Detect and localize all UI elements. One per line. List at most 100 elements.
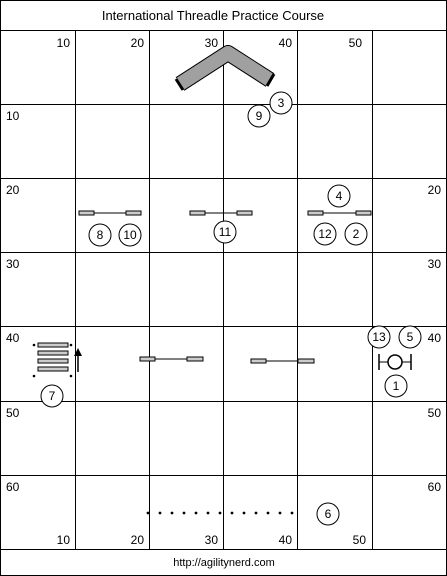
left-label: 20 — [6, 183, 20, 197]
marker-label: 3 — [278, 96, 285, 110]
top-label: 10 — [57, 36, 71, 50]
right-label: 20 — [428, 183, 442, 197]
tire — [378, 354, 412, 370]
jump-wing — [236, 210, 253, 216]
left-label: 50 — [6, 406, 20, 420]
marker-circle — [40, 384, 64, 408]
left-label: 10 — [6, 109, 20, 123]
weave-poles — [146, 511, 294, 515]
tunnel — [174, 45, 276, 91]
bottom-label: 30 — [205, 533, 219, 547]
table-slat — [37, 350, 69, 356]
weave-pole — [182, 511, 186, 515]
weave-pole — [278, 511, 282, 515]
marker-4: 4 — [327, 184, 351, 208]
weave-pole — [218, 511, 222, 515]
weave-pole — [290, 511, 294, 515]
marker-label: 10 — [123, 228, 137, 242]
marker-label: 11 — [219, 225, 232, 239]
marker-1: 1 — [384, 374, 408, 398]
marker-circle — [384, 374, 408, 398]
marker-9: 9 — [247, 104, 271, 128]
arrow-up-icon — [74, 348, 82, 356]
table-dot — [69, 374, 73, 378]
top-label: 50 — [349, 36, 363, 50]
marker-circle — [327, 184, 351, 208]
table-slat — [37, 358, 69, 364]
marker-label: 1 — [393, 379, 400, 393]
table-slat — [37, 342, 69, 348]
weave-pole — [230, 511, 234, 515]
table-dot — [32, 343, 36, 347]
right-label: 60 — [428, 480, 442, 494]
jump-wing — [355, 210, 372, 216]
marker-circle — [398, 325, 422, 349]
marker-label: 2 — [353, 227, 360, 241]
jump-wing — [189, 210, 206, 216]
weave-pole — [158, 511, 162, 515]
tunnel-end — [265, 73, 276, 87]
left-label: 60 — [6, 480, 20, 494]
right-label: 50 — [428, 406, 442, 420]
marker-11: 11 — [213, 220, 237, 244]
marker-2: 2 — [344, 222, 368, 246]
pause-table — [32, 342, 82, 378]
left-label: 30 — [6, 257, 20, 271]
marker-label: 9 — [256, 109, 263, 123]
weave-pole — [254, 511, 258, 515]
bottom-label: 40 — [279, 533, 293, 547]
marker-10: 10 — [118, 223, 142, 247]
marker-label: 7 — [49, 389, 56, 403]
marker-circle — [269, 91, 293, 115]
left-label: 40 — [6, 331, 20, 345]
marker-circle — [118, 223, 142, 247]
marker-3: 3 — [269, 91, 293, 115]
top-label: 30 — [205, 36, 219, 50]
marker-label: 6 — [325, 507, 332, 521]
jump-a — [78, 210, 142, 216]
tunnel-body — [176, 46, 274, 90]
marker-circle — [344, 222, 368, 246]
jump-wing — [297, 358, 315, 364]
marker-circle — [213, 220, 237, 244]
weave-pole — [206, 511, 210, 515]
marker-circle — [88, 223, 112, 247]
footer-url: http://agilitynerd.com — [173, 557, 275, 569]
grid-lines — [0, 30, 447, 549]
jump-d — [139, 356, 204, 362]
bottom-label: 50 — [353, 533, 367, 547]
marker-label: 5 — [407, 330, 414, 344]
weave-pole — [242, 511, 246, 515]
jump-c — [307, 210, 372, 216]
marker-13: 13 — [367, 325, 391, 349]
marker-circle — [367, 325, 391, 349]
table-slat — [37, 366, 69, 372]
jump-wing — [250, 358, 267, 364]
weave-pole — [266, 511, 270, 515]
marker-12: 12 — [313, 222, 337, 246]
marker-label: 8 — [97, 228, 104, 242]
jump-b — [189, 210, 253, 216]
jump-wing — [125, 210, 142, 216]
right-label: 30 — [428, 257, 442, 271]
jump-wing — [78, 210, 95, 216]
right-label: 40 — [428, 331, 442, 345]
weave-pole — [170, 511, 174, 515]
grid-labels: 10 20 30 40 50 10 20 30 40 50 10 20 30 4… — [6, 36, 441, 547]
marker-6: 6 — [316, 502, 340, 526]
marker-label: 13 — [372, 330, 386, 344]
marker-circle — [313, 222, 337, 246]
jump-wing — [186, 356, 204, 362]
bottom-label: 10 — [57, 533, 71, 547]
jump-wing — [139, 356, 156, 362]
table-dot — [32, 374, 36, 378]
weave-pole — [146, 511, 150, 515]
table-dot — [69, 343, 73, 347]
marker-label: 12 — [318, 227, 332, 241]
marker-label: 4 — [336, 189, 343, 203]
course-title: International Threadle Practice Course — [102, 8, 324, 23]
marker-8: 8 — [88, 223, 112, 247]
marker-circle — [316, 502, 340, 526]
tunnel-end — [174, 78, 185, 91]
